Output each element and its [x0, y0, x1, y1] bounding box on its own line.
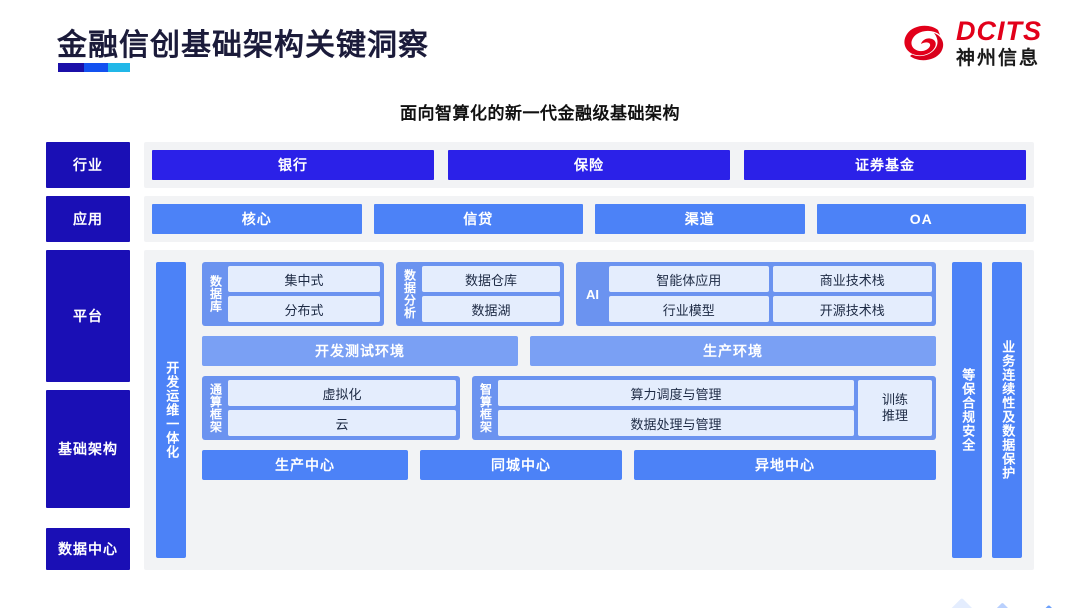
env-production[interactable]: 生产环境 [530, 336, 936, 366]
logo-english-name: DCITS [956, 16, 1042, 46]
cell-compute-scheduling[interactable]: 算力调度与管理 [498, 380, 854, 406]
group-ai: AI 智能体应用 商业技术栈 行业模型 开源技术栈 [576, 262, 936, 326]
stripe-4 [780, 597, 976, 608]
group-ai-caption: AI [586, 286, 599, 302]
datacenter-remote[interactable]: 异地中心 [634, 450, 936, 480]
datacenter-same-city[interactable]: 同城中心 [420, 450, 622, 480]
environment-row: 开发测试环境 生产环境 [202, 336, 936, 366]
group-database: 数据库 集中式 分布式 [202, 262, 384, 326]
sidebar-item-industry[interactable]: 行业 [46, 142, 130, 188]
dcits-swirl-icon [904, 25, 944, 61]
industry-band: 银行 保险 证券基金 [144, 142, 1034, 188]
architecture-diagram: 行业 应用 平台 基础架构 数据中心 银行 保险 证券基金 核心 信贷 渠道 O… [46, 142, 1034, 570]
logo-wordmark: DCITS 神州信息 [956, 16, 1042, 69]
application-chip-credit[interactable]: 信贷 [373, 204, 583, 234]
group-intelligent-compute-caption: 智算框架 [478, 383, 493, 433]
devops-vertical-bar[interactable]: 开发运维一体化 [156, 262, 186, 558]
industry-chip-bank[interactable]: 银行 [152, 150, 434, 180]
cell-data-warehouse[interactable]: 数据仓库 [422, 266, 560, 292]
logo-chinese-name: 神州信息 [956, 48, 1041, 69]
cell-opensource-tech-stack[interactable]: 开源技术栈 [772, 296, 932, 322]
cell-data-lake[interactable]: 数据湖 [422, 296, 560, 322]
group-ai-cells: 智能体应用 商业技术栈 行业模型 开源技术栈 [609, 266, 932, 322]
cell-data-processing[interactable]: 数据处理与管理 [498, 410, 854, 436]
cell-commercial-tech-stack[interactable]: 商业技术栈 [772, 266, 932, 292]
cell-inference-label: 推理 [881, 408, 908, 423]
group-data-analysis: 数据分析 数据仓库 数据湖 [396, 262, 564, 326]
platform-middle-column: 数据库 集中式 分布式 数据分析 数据仓库 数据湖 [196, 262, 942, 558]
application-chip-oa[interactable]: OA [816, 204, 1026, 234]
cell-training-inference[interactable]: 训练 推理 [858, 380, 932, 436]
group-general-compute-framework: 通算框架 虚拟化 云 [202, 376, 460, 440]
framework-row: 通算框架 虚拟化 云 智算框架 算力调度与管理 数据处理与管理 [202, 376, 936, 440]
layer-label-column: 行业 应用 平台 基础架构 数据中心 [46, 142, 130, 570]
group-general-compute-cells: 虚拟化 云 [228, 380, 456, 436]
sidebar-item-datacenter[interactable]: 数据中心 [46, 528, 130, 570]
cell-distributed[interactable]: 分布式 [228, 296, 380, 322]
company-logo: DCITS 神州信息 [898, 18, 1042, 68]
business-continuity-vertical-bar[interactable]: 业务连续性及数据保护 [992, 262, 1022, 558]
cell-virtualization[interactable]: 虚拟化 [228, 380, 456, 406]
industry-chip-insurance[interactable]: 保险 [448, 150, 730, 180]
accent-segment-cyan [108, 63, 130, 72]
accent-segment-blue [84, 63, 108, 72]
title-accent-bar [58, 63, 130, 72]
sidebar-item-platform[interactable]: 平台 [46, 250, 130, 382]
sidebar-item-application[interactable]: 应用 [46, 196, 130, 242]
cell-cloud[interactable]: 云 [228, 410, 456, 436]
cell-agent-application[interactable]: 智能体应用 [609, 266, 769, 292]
compliance-security-vertical-bar[interactable]: 等保合规安全 [952, 262, 982, 558]
group-data-analysis-caption: 数据分析 [402, 269, 417, 319]
group-data-analysis-cells: 数据仓库 数据湖 [422, 266, 560, 322]
industry-chip-securities-fund[interactable]: 证券基金 [744, 150, 1026, 180]
group-general-compute-caption: 通算框架 [208, 383, 223, 433]
cell-centralized[interactable]: 集中式 [228, 266, 380, 292]
slide-header: 金融信创基础架构关键洞察 DCITS 神州信息 [0, 0, 1080, 86]
datacenter-production[interactable]: 生产中心 [202, 450, 408, 480]
datacenter-row: 生产中心 同城中心 异地中心 [202, 450, 936, 480]
application-chip-core[interactable]: 核心 [152, 204, 362, 234]
accent-segment-navy [58, 63, 84, 72]
diagram-content: 银行 保险 证券基金 核心 信贷 渠道 OA 开发运维一体化 数据库 [144, 142, 1034, 570]
group-database-caption: 数据库 [208, 275, 223, 313]
application-band: 核心 信贷 渠道 OA [144, 196, 1034, 242]
cell-training-label: 训练 [881, 391, 908, 407]
stripe-3 [780, 602, 1018, 608]
platform-groups-row: 数据库 集中式 分布式 数据分析 数据仓库 数据湖 [202, 262, 936, 326]
group-intelligent-compute-cells: 算力调度与管理 数据处理与管理 [498, 380, 854, 436]
env-dev-test[interactable]: 开发测试环境 [202, 336, 518, 366]
group-intelligent-compute-framework: 智算框架 算力调度与管理 数据处理与管理 训练 推理 [472, 376, 936, 440]
page-title: 金融信创基础架构关键洞察 [57, 29, 429, 62]
platform-infrastructure-panel: 开发运维一体化 数据库 集中式 分布式 数据分析 [144, 250, 1034, 570]
sidebar-item-infrastructure[interactable]: 基础架构 [46, 390, 130, 508]
group-database-cells: 集中式 分布式 [228, 266, 380, 322]
application-chip-channel[interactable]: 渠道 [595, 204, 805, 234]
page-subtitle: 面向智算化的新一代金融级基础架构 [400, 104, 680, 123]
cell-industry-model[interactable]: 行业模型 [609, 296, 769, 322]
